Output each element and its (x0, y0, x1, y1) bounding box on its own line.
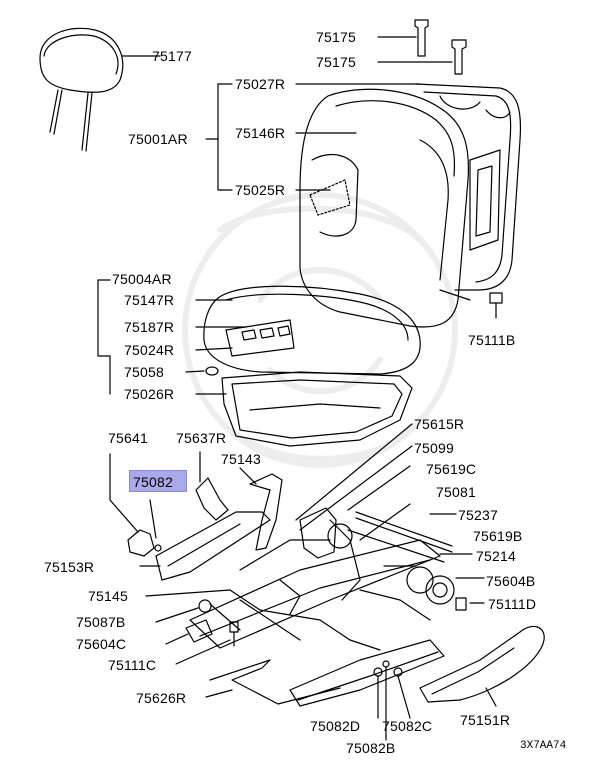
seat-cushion (203, 285, 421, 376)
diagram-code: 3X7AA74 (520, 740, 567, 752)
label-75082b: 75082B (346, 740, 396, 756)
label-75099: 75099 (414, 440, 454, 456)
label-75604b: 75604B (486, 573, 536, 589)
label-75111d: 75111D (488, 596, 537, 612)
label-75153r: 75153R (44, 559, 95, 575)
recliner-75604b (406, 566, 485, 611)
headrest (39, 27, 161, 152)
label-75087b: 75087B (76, 614, 126, 630)
label-75604c: 75604C (76, 636, 127, 652)
label-75615r: 75615R (414, 416, 465, 432)
label-75637r: 75637R (176, 430, 227, 446)
bolt-75111b (489, 292, 503, 319)
label-75111c: 75111C (108, 657, 157, 673)
label-75058: 75058 (124, 364, 164, 380)
label-75145: 75145 (88, 588, 128, 604)
headrest-guides (377, 19, 467, 75)
label-75151r: 75151R (460, 712, 511, 728)
side-shield (155, 511, 271, 581)
label-75619b: 75619B (473, 528, 523, 544)
label-75081: 75081 (436, 484, 476, 500)
label-75641: 75641 (108, 430, 148, 446)
label-75143: 75143 (221, 451, 261, 467)
label-75147r: 75147R (124, 292, 175, 308)
trim-cover-75151r (419, 625, 545, 707)
leaders-seat (97, 279, 247, 395)
label-75626r: 75626R (136, 690, 187, 706)
recliner-plate (299, 465, 411, 559)
recliner-knob (109, 453, 162, 557)
label-75175-top: 75175 (316, 29, 356, 45)
lower-fasteners (155, 599, 239, 665)
torsion-bars (347, 511, 473, 563)
label-75001ar: 75001AR (128, 131, 188, 147)
label-75214: 75214 (476, 548, 516, 564)
label-75082d: 75082D (310, 718, 361, 734)
washers (373, 660, 411, 741)
label-75177: 75177 (152, 48, 192, 64)
label-75004ar: 75004AR (112, 271, 172, 287)
leaders-seatback (205, 83, 421, 191)
label-75146r: 75146R (235, 125, 286, 141)
watermark-emblem (182, 192, 458, 468)
wire-75626r (205, 659, 341, 705)
label-75026r: 75026R (124, 386, 175, 402)
strap-75143 (239, 467, 283, 551)
leaders-right (139, 423, 417, 597)
seat-track (189, 519, 445, 707)
lever-75637r (195, 451, 229, 521)
label-75082-highlighted: 75082 (133, 474, 173, 490)
label-75027r: 75027R (235, 76, 286, 92)
label-75082c: 75082C (382, 718, 433, 734)
label-75111b: 75111B (468, 332, 516, 348)
label-75187r: 75187R (124, 319, 175, 335)
seatback-cushion (299, 88, 470, 328)
seatback-frame (415, 83, 522, 301)
label-75025r: 75025R (235, 182, 286, 198)
label-75619c: 75619C (426, 461, 477, 477)
label-75024r: 75024R (124, 342, 175, 358)
highlighted-part-box (129, 470, 187, 492)
label-75237: 75237 (458, 507, 498, 523)
label-75175-bottom: 75175 (316, 54, 356, 70)
seat-pan (221, 371, 413, 447)
